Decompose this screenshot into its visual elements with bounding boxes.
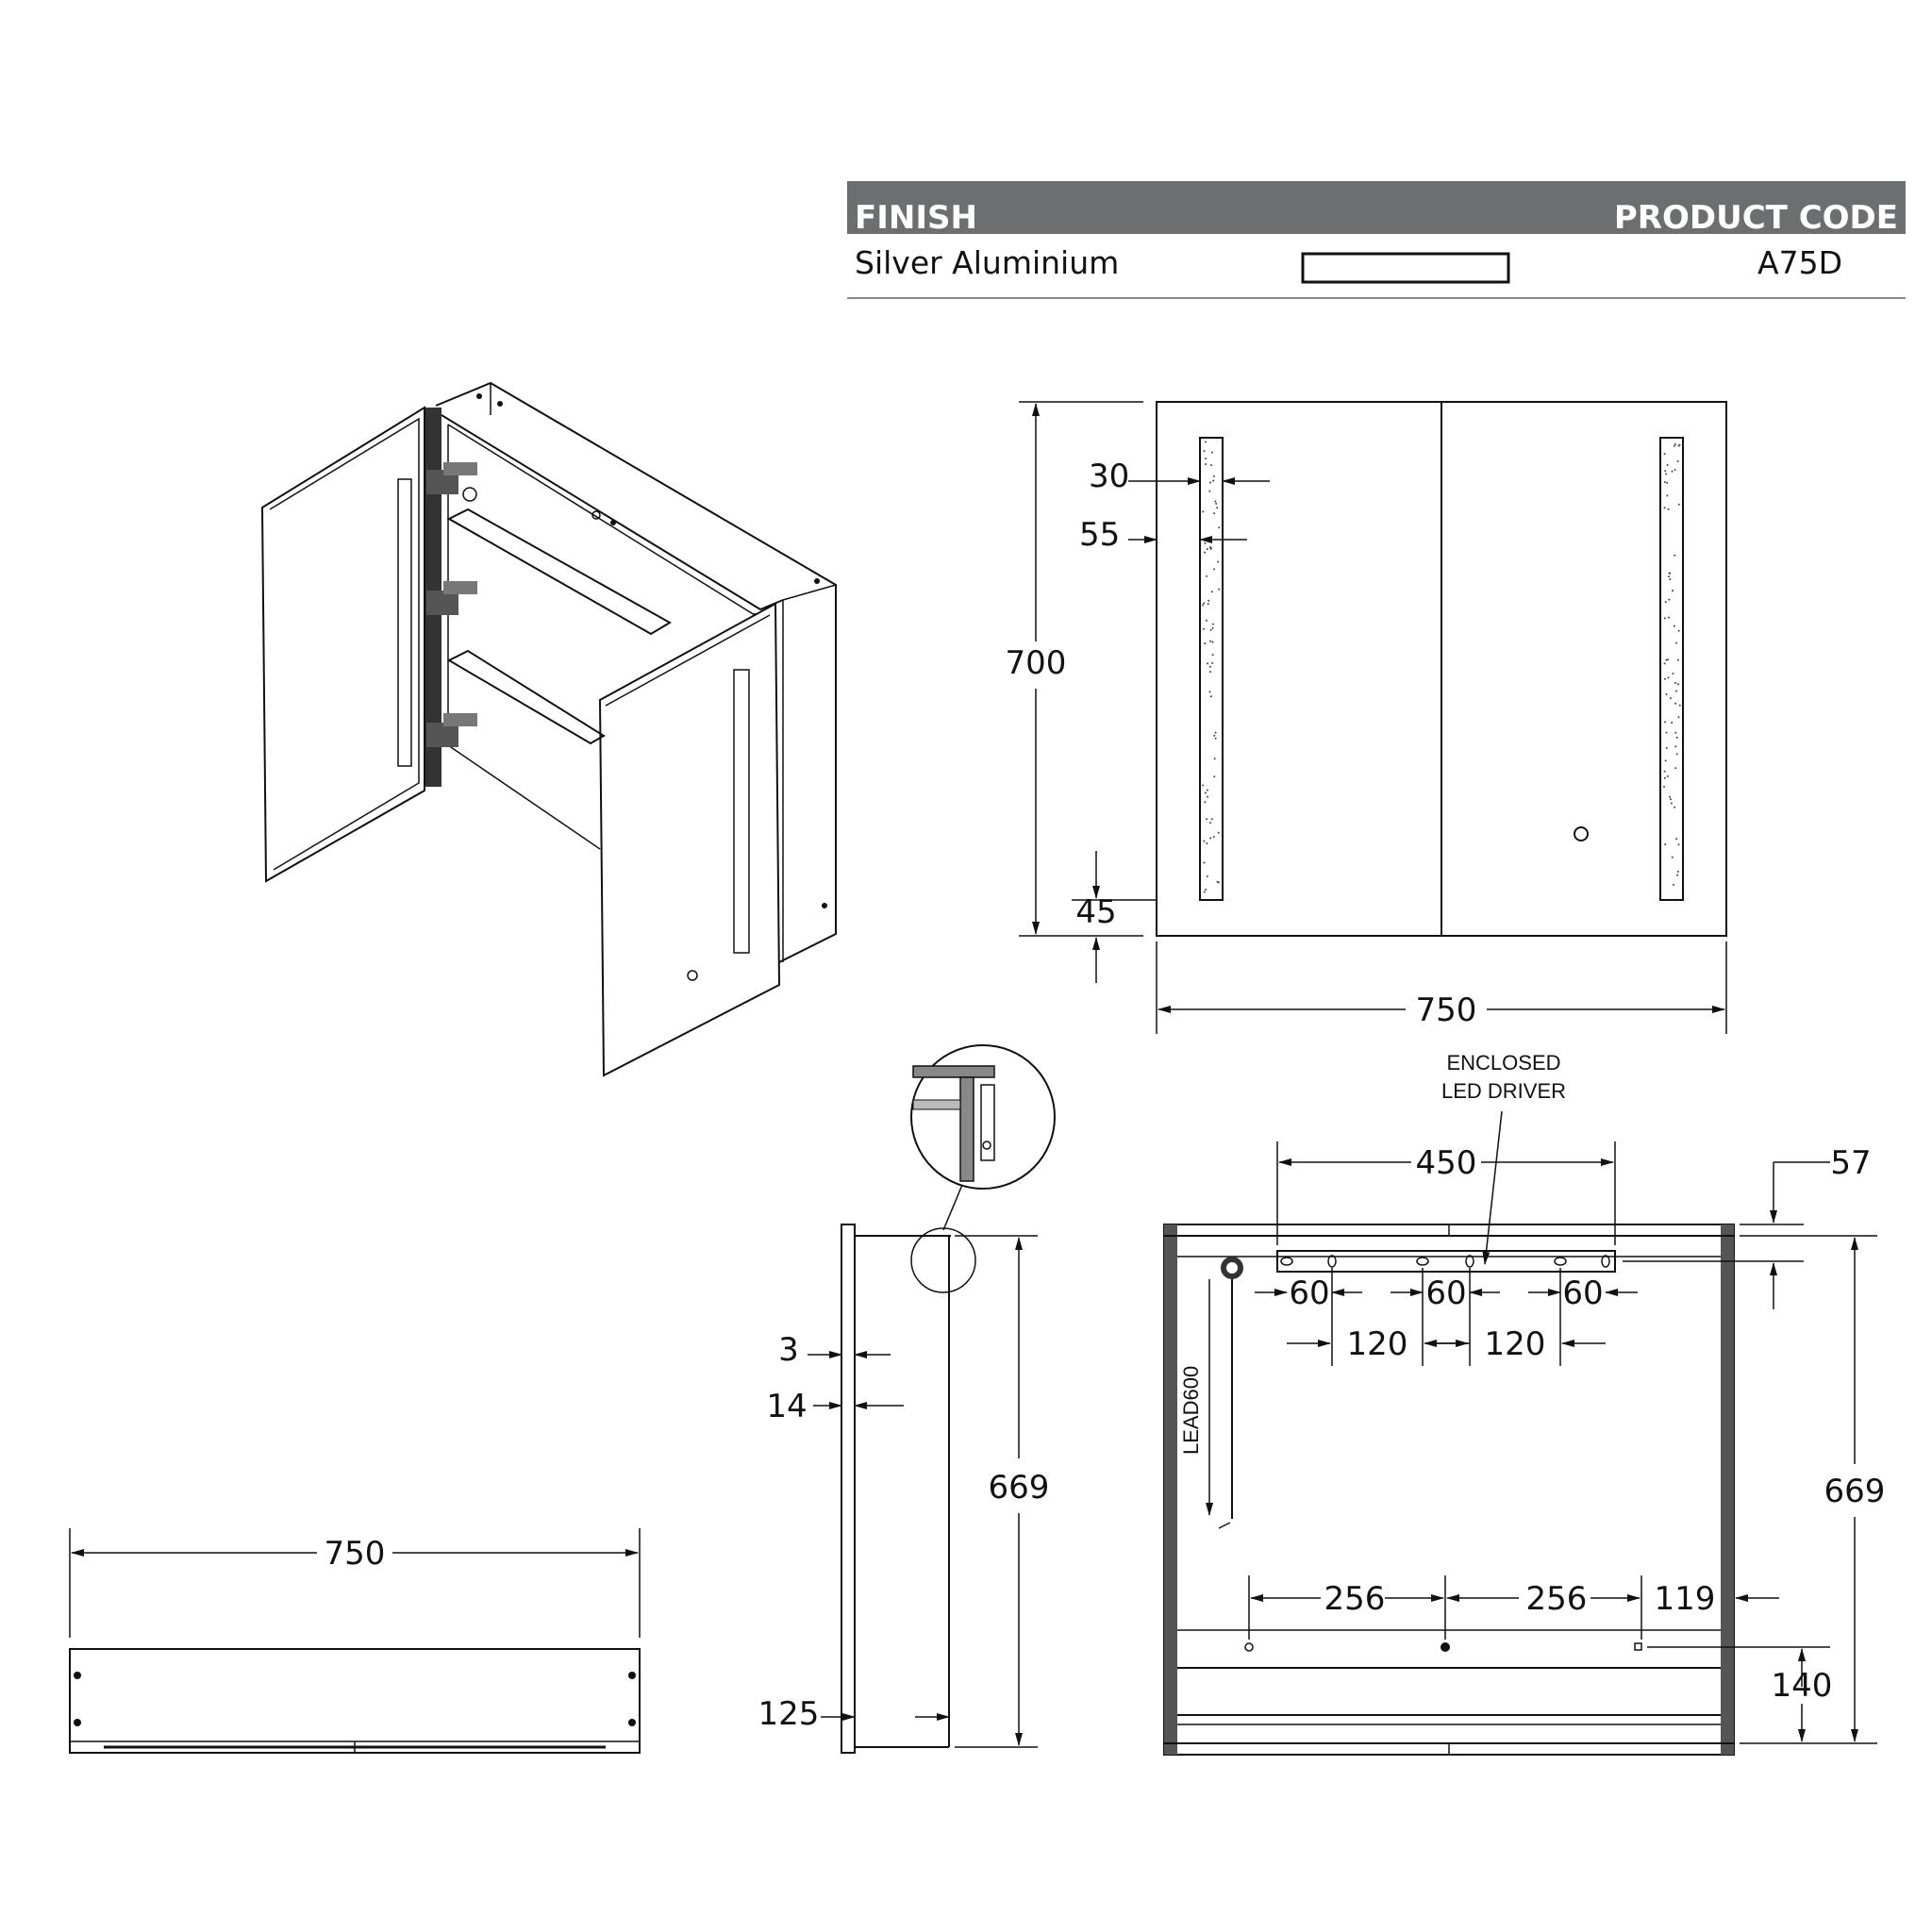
dim-strip-bottom-offset: 45 xyxy=(1075,893,1116,931)
dim-hole-b2: 120 xyxy=(1485,1325,1546,1363)
dim-door: 14 xyxy=(766,1388,807,1425)
right-door xyxy=(598,602,781,1077)
dim-bottom-spacing-1: 256 xyxy=(1324,1580,1386,1618)
hinge-middle-icon xyxy=(426,581,477,615)
side-door-profile xyxy=(841,1224,856,1754)
front-view: 30 55 700 45 750 xyxy=(1006,401,1727,1034)
driver-label-line1: ENCLOSED xyxy=(1446,1051,1560,1074)
table-header-bar xyxy=(847,181,1906,234)
rear-view: LEAD600 ENCLOSED LED DRIVER 450 57 60 60… xyxy=(1163,1051,1886,1756)
dim-bottom-width: 750 xyxy=(325,1535,386,1573)
driver-label-line2: LED DRIVER xyxy=(1441,1079,1566,1103)
dim-hole-b1: 120 xyxy=(1347,1325,1408,1363)
dim-strip-width: 30 xyxy=(1089,458,1129,495)
bottom-hole-right-icon xyxy=(1634,1642,1642,1651)
front-touch-sensor-icon xyxy=(1574,826,1589,841)
header-product-code: PRODUCT CODE xyxy=(1614,199,1898,237)
led-driver-bracket xyxy=(1276,1250,1616,1273)
dim-hole-a3: 60 xyxy=(1562,1274,1603,1312)
front-right-led-strip xyxy=(1659,437,1684,901)
isometric-view xyxy=(260,381,837,1077)
lead-length-label: LEAD600 xyxy=(1179,1366,1203,1455)
side-view: 3 14 669 125 xyxy=(758,1044,1056,1754)
dim-front-width: 750 xyxy=(1416,991,1477,1029)
spec-table: FINISH PRODUCT CODE Silver Aluminium A75… xyxy=(847,181,1906,299)
hinge-bottom-icon xyxy=(426,713,477,747)
detail-profile xyxy=(912,1065,995,1182)
dim-top-offset: 57 xyxy=(1830,1144,1871,1182)
bottom-hole-left-icon xyxy=(1244,1642,1254,1652)
finish-value: Silver Aluminium xyxy=(855,244,1119,281)
bottom-cabinet-outline xyxy=(69,1648,641,1754)
dim-rear-height: 669 xyxy=(1824,1473,1886,1510)
dim-bracket-width: 450 xyxy=(1416,1144,1477,1182)
header-finish: FINISH xyxy=(855,199,977,237)
finish-swatch xyxy=(1301,252,1510,284)
dim-side-depth: 125 xyxy=(758,1695,820,1733)
left-door xyxy=(260,406,425,883)
dim-side-height: 669 xyxy=(989,1469,1050,1507)
right-door-led-strip xyxy=(733,669,750,954)
dim-glass: 3 xyxy=(778,1331,799,1369)
dim-front-height: 700 xyxy=(1006,644,1067,682)
front-left-led-strip xyxy=(1199,437,1224,901)
dim-strip-top-offset: 55 xyxy=(1079,516,1120,554)
detail-bubble xyxy=(910,1044,1056,1190)
dim-hole-a2: 60 xyxy=(1425,1274,1466,1312)
left-door-led-strip xyxy=(397,478,412,767)
right-door-touch-sensor-icon xyxy=(687,970,698,981)
dim-bottom-side-offset: 119 xyxy=(1655,1580,1716,1618)
dim-bottom-height: 140 xyxy=(1772,1667,1833,1705)
dim-bottom-spacing-2: 256 xyxy=(1526,1580,1588,1618)
product-code-value: A75D xyxy=(1757,244,1842,281)
dim-hole-a1: 60 xyxy=(1289,1274,1329,1312)
bottom-hole-center-icon xyxy=(1441,1642,1450,1652)
hinge-top-icon xyxy=(426,462,477,494)
bottom-view: 750 xyxy=(69,1528,641,1754)
